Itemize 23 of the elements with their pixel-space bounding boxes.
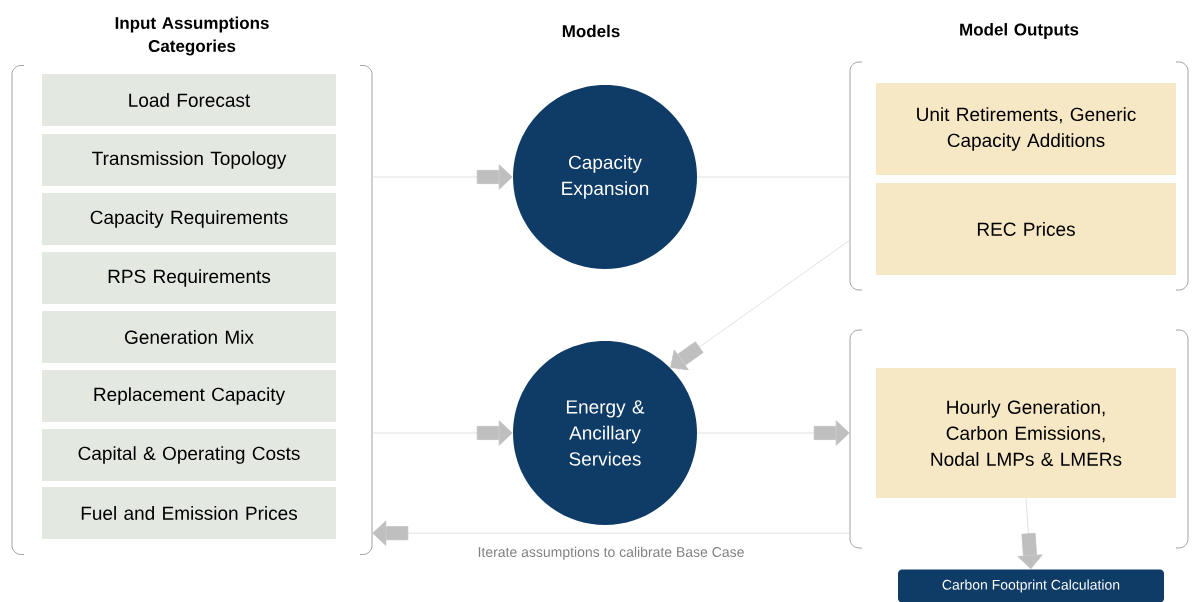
category-box: REC Prices: [876, 183, 1176, 275]
edge-label: Iterate assumptions to calibrate Base Case: [478, 546, 744, 560]
calculation-tab: Carbon Footprint Calculation: [898, 569, 1164, 602]
arrow: [371, 420, 513, 446]
arrow: [371, 164, 513, 190]
category-box: Fuel and Emission Prices: [42, 487, 336, 539]
category-box: Generation Mix: [42, 311, 336, 363]
arrow: [696, 420, 850, 446]
category-box: Transmission Topology: [42, 134, 336, 186]
bracket: [849, 329, 1189, 549]
category-box: Hourly Generation, Carbon Emissions, Nodal LMPs & LMERs: [876, 368, 1176, 498]
category-box: Capital & Operating Costs: [42, 429, 336, 481]
column-heading: Model Outputs: [960, 23, 1079, 39]
category-box: Unit Retirements, Generic Capacity Additions: [876, 83, 1176, 175]
category-box: Replacement Capacity: [42, 370, 336, 422]
category-box: Capacity Requirements: [42, 193, 336, 245]
arrow: [1017, 497, 1043, 570]
category-box: Load Forecast: [42, 74, 336, 126]
column-heading: Models: [562, 24, 620, 38]
column-heading: Input Assumptions Categories: [115, 16, 269, 56]
category-box: RPS Requirements: [42, 252, 336, 304]
arrow: [372, 520, 851, 546]
arrow: [670, 239, 851, 371]
